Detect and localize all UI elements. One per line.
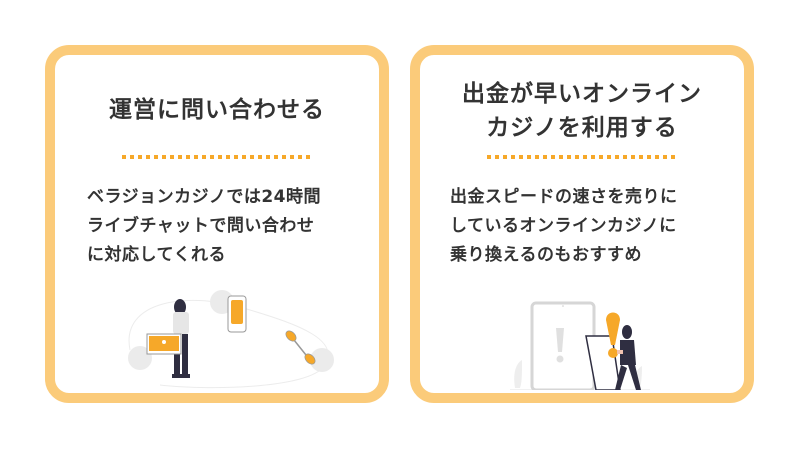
woman-envelope-phone-illustration-icon <box>128 290 334 389</box>
card-contact-operator: 運営に問い合わせる ベラジョンカジノでは24時間 ライブチャットで問い合わせ に… <box>45 45 389 403</box>
card-body-line: ライブチャットで問い合わせ <box>87 216 315 236</box>
card-body-line: ベラジョンカジノでは24時間 <box>87 187 321 207</box>
card-title: 出金が早いオンライン カジノを利用する <box>420 77 744 145</box>
card-title-line: カジノを利用する <box>486 115 678 141</box>
card-body-line: に対応してくれる <box>87 245 226 265</box>
card-body-line: 出金スピードの速さを売りに <box>450 187 678 207</box>
card-body-line: 乗り換えるのもおすすめ <box>450 245 642 265</box>
card-title-line: 運営に問い合わせる <box>109 97 325 123</box>
card-title: 運営に問い合わせる <box>55 93 379 127</box>
dotted-divider <box>122 155 312 159</box>
card-body-line: しているオンラインカジノに <box>450 216 677 236</box>
card-body: ベラジョンカジノでは24時間 ライブチャットで問い合わせ に対応してくれる <box>87 183 359 270</box>
woman-phone-exclamation-illustration-icon <box>510 301 650 390</box>
card-fast-withdrawal-casino: 出金が早いオンライン カジノを利用する 出金スピードの速さを売りに しているオン… <box>410 45 754 403</box>
card-body: 出金スピードの速さを売りに しているオンラインカジノに 乗り換えるのもおすすめ <box>450 183 724 270</box>
card-title-line: 出金が早いオンライン <box>462 81 702 107</box>
dotted-divider <box>487 155 677 159</box>
